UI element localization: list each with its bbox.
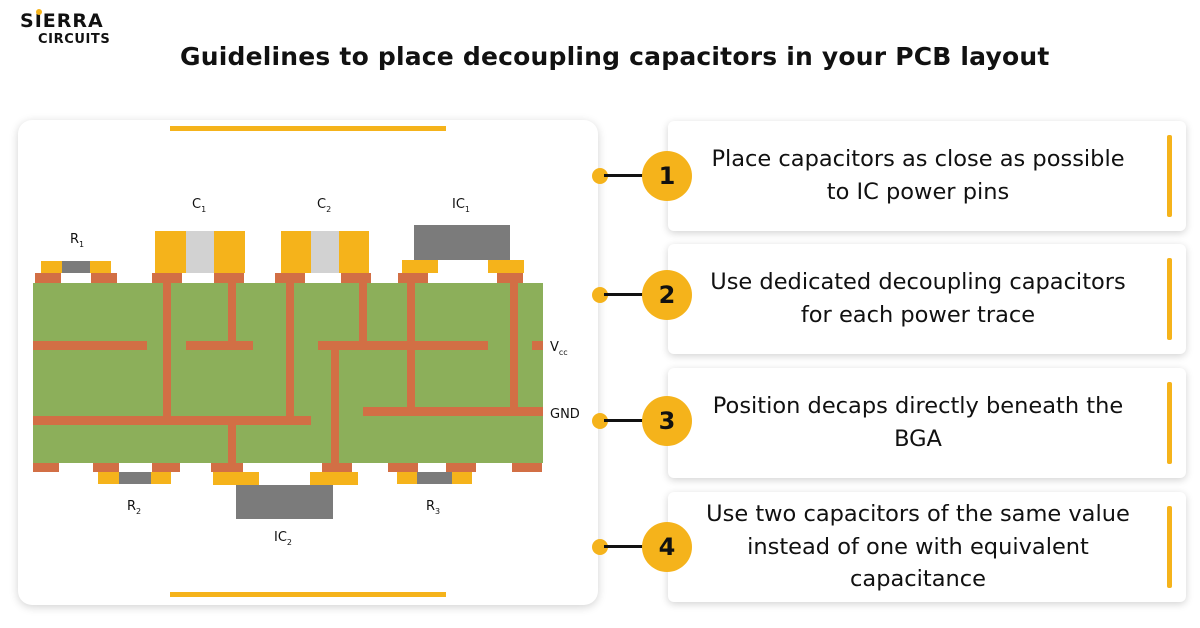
- step-3-accent-bar: [1167, 382, 1172, 464]
- internal-traces: [33, 283, 543, 463]
- step-4-number: 4: [642, 522, 692, 572]
- connector-dot-icon: [592, 287, 608, 303]
- step-1-text: Place capacitors as close as possible to…: [711, 146, 1125, 205]
- logo-dot-icon: [35, 9, 42, 15]
- bottom-accent-bar: [170, 592, 446, 597]
- capacitor-c2: [281, 231, 369, 273]
- step-2-number: 2: [642, 270, 692, 320]
- step-1-card: Place capacitors as close as possible to…: [668, 121, 1186, 231]
- logo-subword: CIRCUITS: [38, 32, 111, 47]
- step-3-card: Position decaps directly beneath the BGA: [668, 368, 1186, 478]
- label-ic2: IC2: [274, 530, 292, 547]
- step-3-number: 3: [642, 396, 692, 446]
- label-r3: R3: [426, 499, 440, 516]
- resistor-r1: [41, 261, 111, 273]
- label-ic1: IC1: [452, 197, 470, 214]
- step-1-connector: [592, 168, 660, 184]
- step-2-connector: [592, 287, 660, 303]
- step-4-text: Use two capacitors of the same value ins…: [706, 501, 1130, 593]
- step-2-card: Use dedicated decoupling capacitors for …: [668, 244, 1186, 354]
- connector-dot-icon: [592, 539, 608, 555]
- step-4-connector: [592, 539, 660, 555]
- label-vcc: Vcc: [550, 340, 568, 357]
- ic2-package: [213, 472, 358, 519]
- step-1-accent-bar: [1167, 135, 1172, 217]
- bottom-copper-pads: [33, 463, 542, 472]
- label-gnd: GND: [550, 407, 580, 422]
- step-3-connector: [592, 413, 660, 429]
- page-title: Guidelines to place decoupling capacitor…: [180, 42, 1050, 71]
- step-4-card: Use two capacitors of the same value ins…: [668, 492, 1186, 602]
- pcb-cross-section-diagram: R1 C1 C2 IC1 Vcc GND R2 R3 IC2: [33, 126, 580, 597]
- ic1-package: [402, 225, 524, 273]
- step-2-text: Use dedicated decoupling capacitors for …: [710, 269, 1126, 328]
- pcb-diagram-card: R1 C1 C2 IC1 Vcc GND R2 R3 IC2: [18, 120, 598, 605]
- label-r2: R2: [127, 499, 141, 516]
- step-2-accent-bar: [1167, 258, 1172, 340]
- step-1-number: 1: [642, 151, 692, 201]
- resistor-r3: [397, 472, 472, 484]
- top-copper-pads: [35, 273, 523, 283]
- step-4-accent-bar: [1167, 506, 1172, 588]
- step-3-text: Position decaps directly beneath the BGA: [712, 393, 1124, 452]
- top-accent-bar: [170, 126, 446, 131]
- label-c2: C2: [317, 197, 331, 214]
- connector-dot-icon: [592, 168, 608, 184]
- resistor-r2: [98, 472, 171, 484]
- capacitor-c1: [155, 231, 245, 273]
- label-c1: C1: [192, 197, 206, 214]
- connector-dot-icon: [592, 413, 608, 429]
- label-r1: R1: [70, 232, 84, 249]
